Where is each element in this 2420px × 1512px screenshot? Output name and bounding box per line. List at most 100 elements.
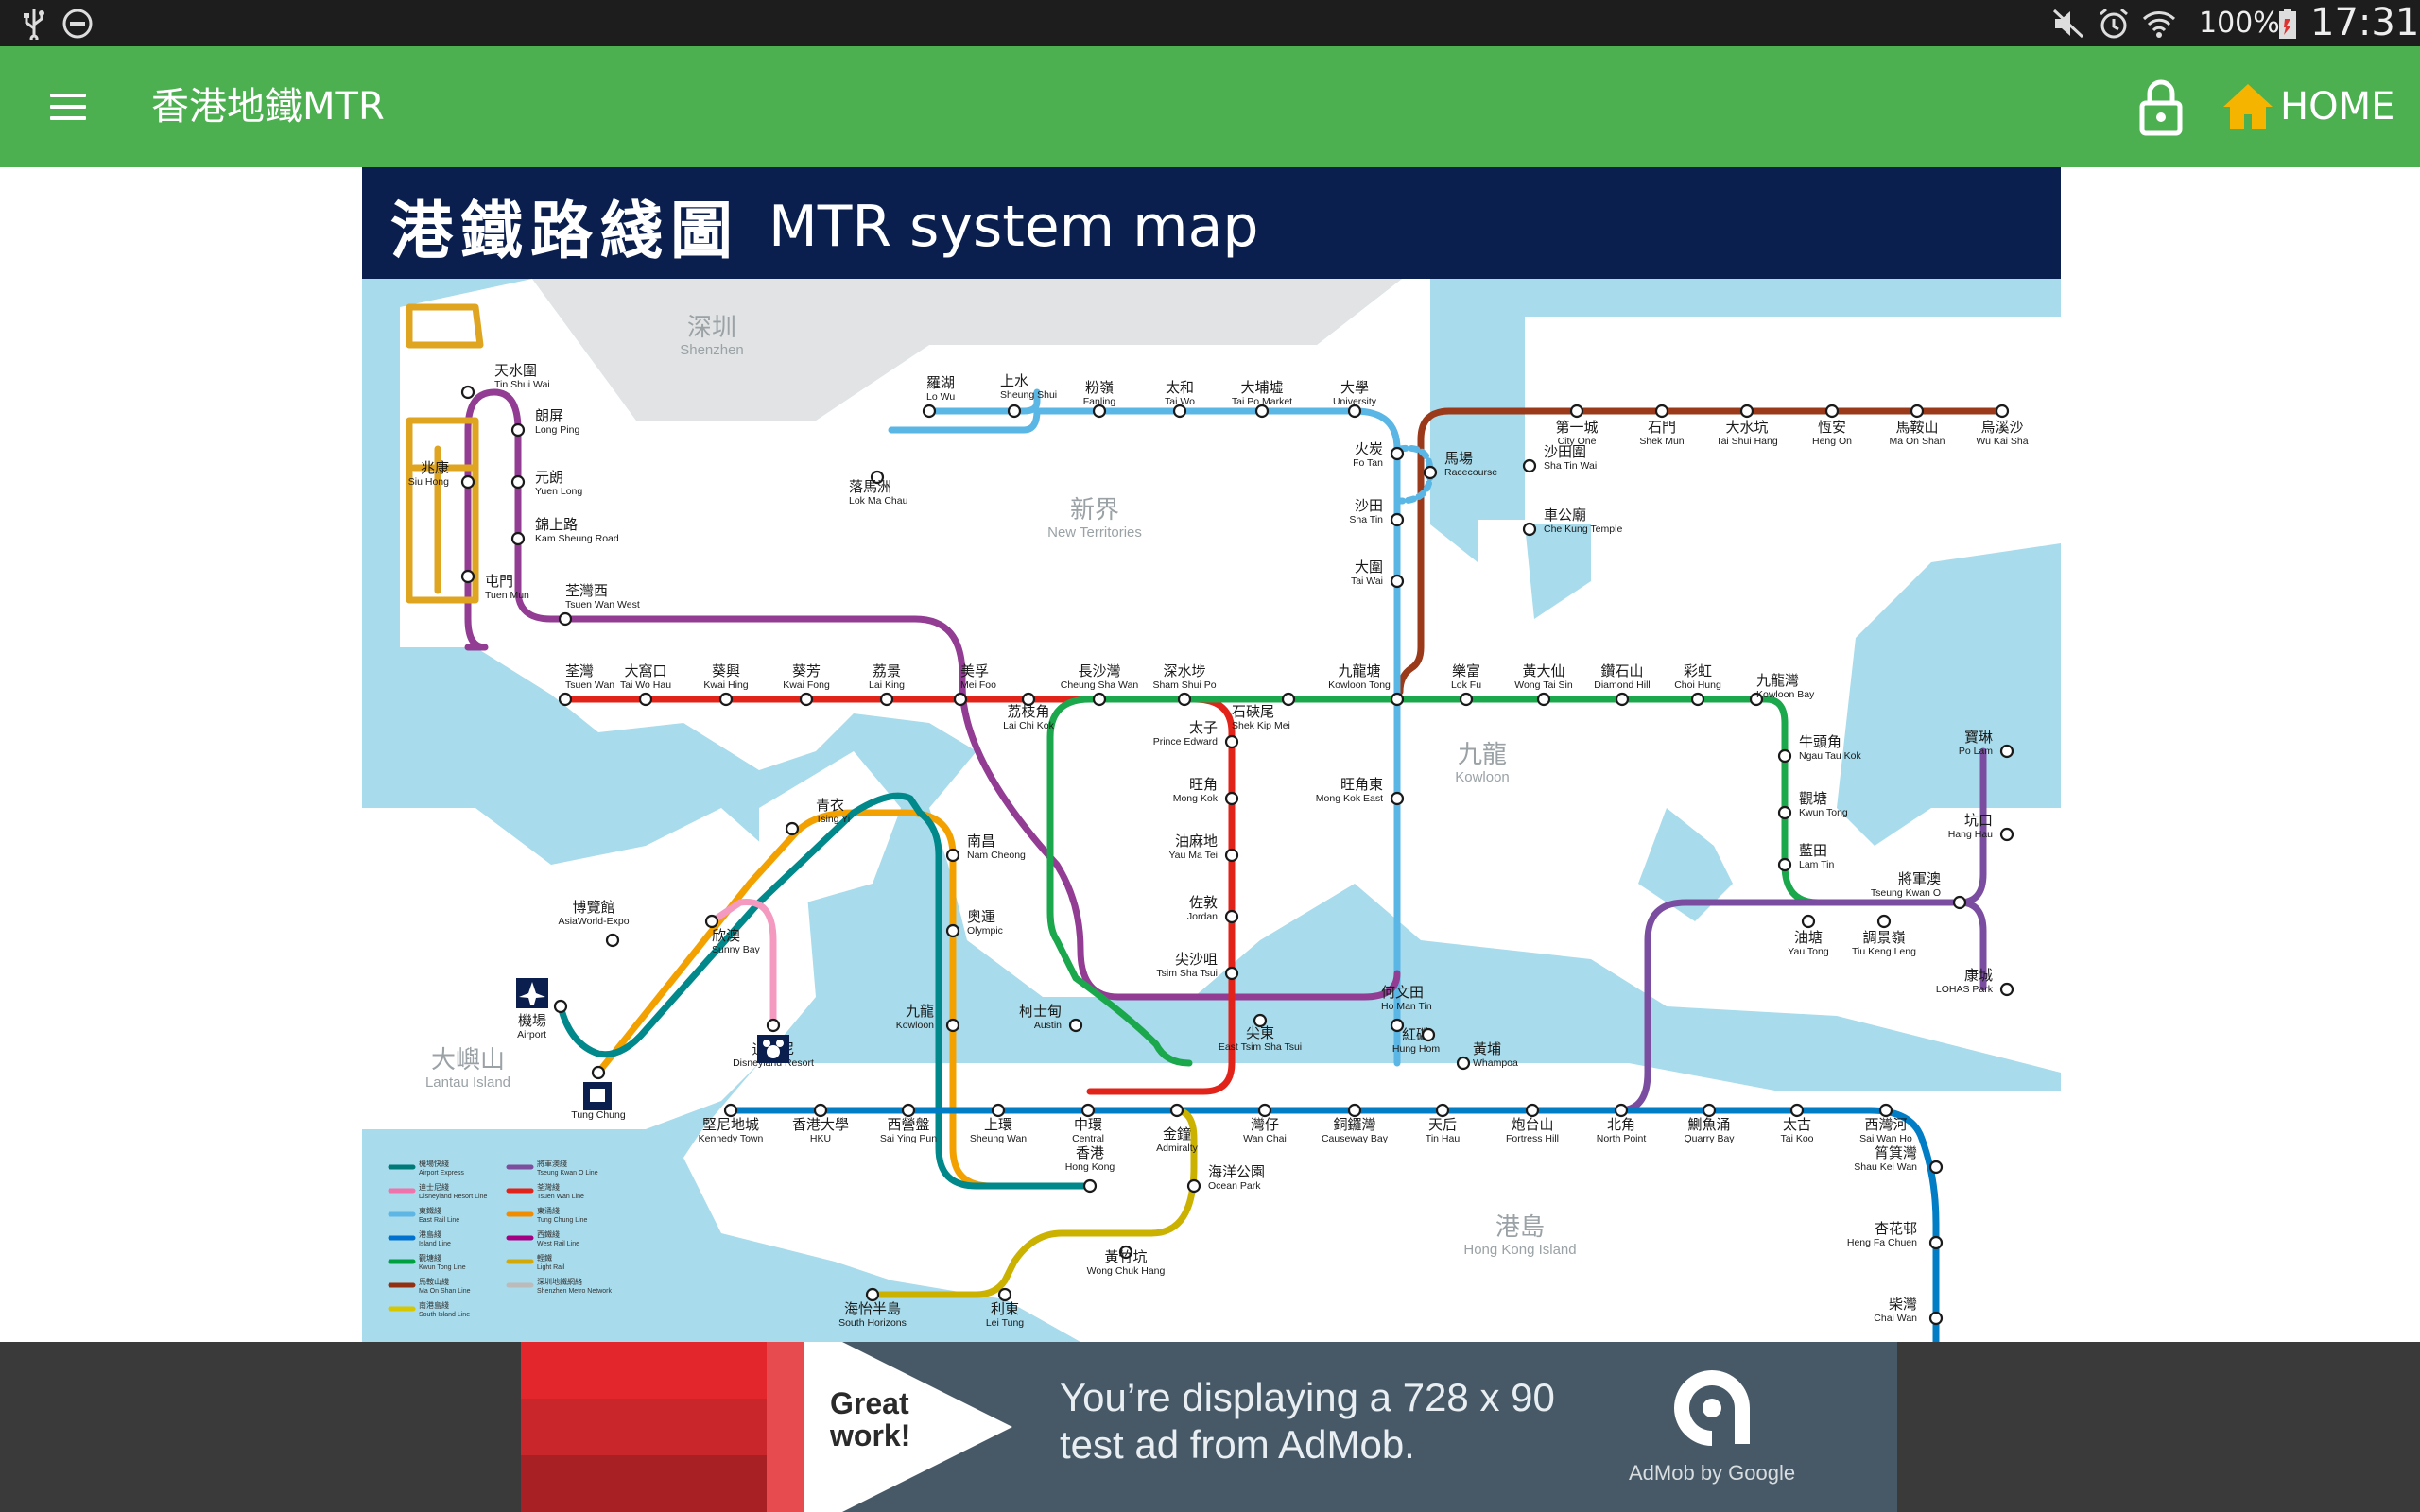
home-button[interactable]: HOME: [2221, 75, 2394, 139]
lock-button[interactable]: [2129, 75, 2193, 139]
station-name-zh: 荃灣: [565, 662, 594, 679]
station-name-en: Yau Tong: [1788, 946, 1829, 957]
legend-label-en: Ma On Shan Line: [419, 1288, 471, 1295]
menu-button[interactable]: [38, 71, 98, 143]
station-name-zh: 大窩口: [624, 662, 666, 679]
admob-test-ad[interactable]: Great work! You’re displaying a 728 x 90…: [521, 1342, 1897, 1512]
